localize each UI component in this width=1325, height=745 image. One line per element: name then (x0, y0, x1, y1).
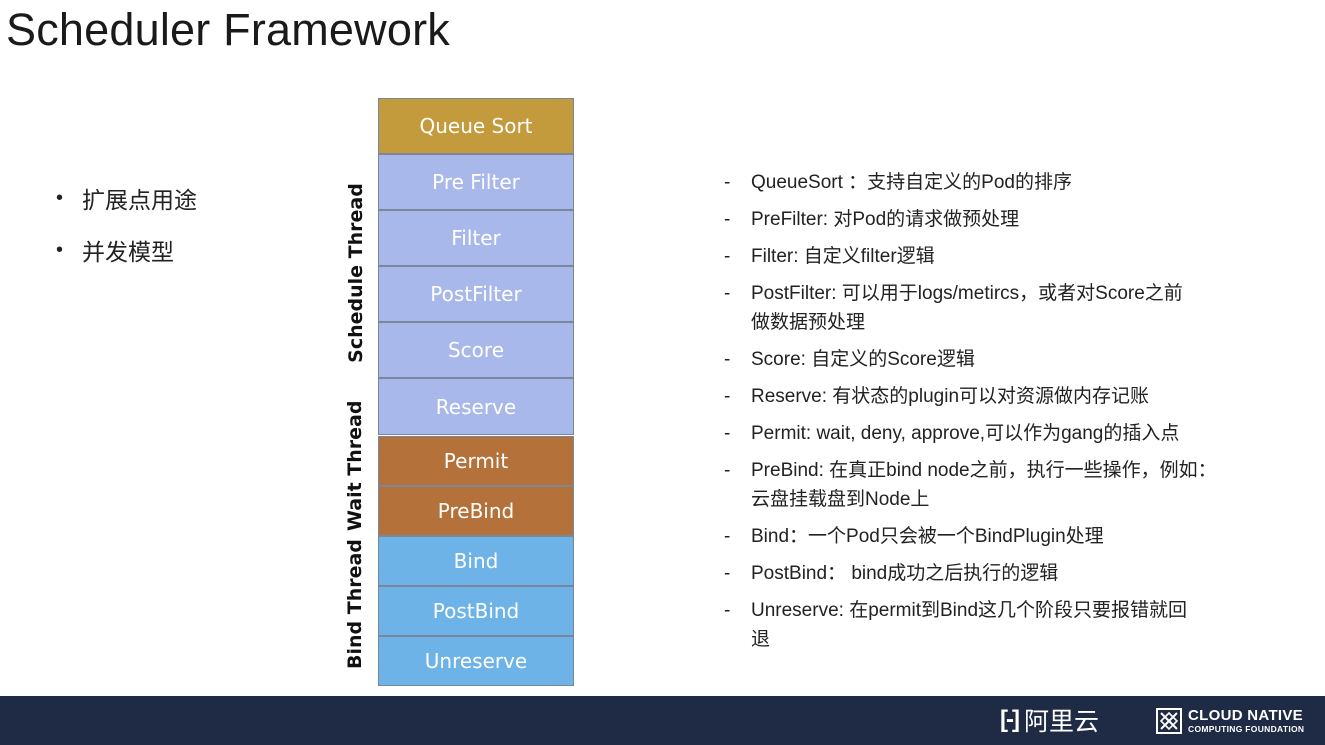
note-item: -Filter: 自定义filter逻辑 (724, 242, 1284, 271)
cncf-line2: COMPUTING FOUNDATION (1188, 724, 1305, 735)
stage-postbind: PostBind (378, 586, 574, 636)
bullet-text: 并发模型 (82, 239, 174, 265)
stage-filter: Filter (378, 210, 574, 266)
note-dash: - (724, 172, 731, 193)
bullet-text: 扩展点用途 (82, 187, 197, 213)
bullet-item: • 并发模型 (56, 224, 197, 276)
cncf-text: CLOUD NATIVE COMPUTING FOUNDATION (1188, 708, 1304, 734)
note-item: -Permit: wait, deny, approve,可以作为gang的插入… (724, 419, 1284, 448)
note-item: -PostBind： bind成功之后执行的逻辑 (724, 559, 1284, 588)
alibaba-cloud-mark-icon: [-] (1000, 706, 1020, 733)
note-dash: - (724, 386, 731, 407)
stage-unreserve: Unreserve (378, 636, 574, 686)
stage-bind: Bind (378, 536, 574, 586)
note-text: PostBind： bind成功之后执行的逻辑 (751, 563, 1059, 584)
note-text: PostFilter: 可以用于logs/metircs，或者对Score之前 … (751, 283, 1183, 333)
note-item: -Unreserve: 在permit到Bind这几个阶段只要报错就回 退 (724, 596, 1284, 654)
note-text: Permit: wait, deny, approve,可以作为gang的插入点 (751, 423, 1180, 444)
group-label-bind-thread: Bind Thread (344, 539, 366, 669)
group-label-wait-thread: Wait Thread (344, 400, 366, 531)
note-item: -QueueSort ：支持自定义的Pod的排序 (724, 168, 1284, 197)
extension-point-descriptions: -QueueSort ：支持自定义的Pod的排序 -PreFilter: 对Po… (724, 168, 1284, 662)
note-text: QueueSort ：支持自定义的Pod的排序 (751, 172, 1072, 193)
note-text: Reserve: 有状态的plugin可以对资源做内存记账 (751, 386, 1150, 407)
note-dash: - (724, 209, 731, 230)
note-dash: - (724, 283, 731, 304)
bullet-dot: • (56, 238, 64, 261)
note-item: -PostFilter: 可以用于logs/metircs，或者对Score之前… (724, 279, 1284, 337)
note-dash: - (724, 526, 731, 547)
cncf-line1: CLOUD NATIVE (1188, 707, 1303, 725)
cncf-logo: CLOUD NATIVE COMPUTING FOUNDATION (1156, 706, 1304, 736)
note-item: -PreFilter: 对Pod的请求做预处理 (724, 205, 1284, 234)
note-text: Bind：一个Pod只会被一个BindPlugin处理 (751, 526, 1104, 547)
stage-queue-sort: Queue Sort (378, 98, 574, 154)
note-text: Unreserve: 在permit到Bind这几个阶段只要报错就回 退 (751, 600, 1188, 650)
bullet-list: • 扩展点用途 • 并发模型 (56, 172, 197, 276)
note-item: -Score: 自定义的Score逻辑 (724, 345, 1284, 374)
stage-permit: Permit (378, 436, 574, 486)
group-label-schedule-thread: Schedule Thread (345, 183, 367, 363)
stage-pre-filter: Pre Filter (378, 154, 574, 210)
note-text: Filter: 自定义filter逻辑 (751, 246, 935, 267)
footer-bar: [-] 阿里云 CLOUD NATIVE COMPUTING FOUNDATIO… (0, 696, 1325, 745)
note-dash: - (724, 246, 731, 267)
alibaba-cloud-text: 阿里云 (1023, 708, 1099, 736)
note-dash: - (724, 563, 731, 584)
note-dash: - (724, 460, 731, 481)
note-item: -Bind：一个Pod只会被一个BindPlugin处理 (724, 522, 1284, 551)
note-item: -Reserve: 有状态的plugin可以对资源做内存记账 (724, 382, 1284, 411)
alibaba-cloud-logo: [-] 阿里云 (1000, 704, 1099, 736)
note-text: PreBind: 在真正bind node之前，执行一些操作，例如： 云盘挂载盘… (751, 460, 1217, 510)
bullet-dot: • (56, 186, 64, 209)
stage-reserve: Reserve (378, 378, 574, 435)
stage-post-filter: PostFilter (378, 266, 574, 322)
note-dash: - (724, 349, 731, 370)
bullet-item: • 扩展点用途 (56, 172, 197, 224)
slide-title: Scheduler Framework (6, 4, 450, 55)
stage-prebind: PreBind (378, 486, 574, 536)
note-dash: - (724, 600, 731, 621)
note-dash: - (724, 423, 731, 444)
note-item: -PreBind: 在真正bind node之前，执行一些操作，例如： 云盘挂载… (724, 456, 1284, 514)
note-text: Score: 自定义的Score逻辑 (751, 349, 975, 370)
stage-score: Score (378, 322, 574, 378)
cncf-logo-icon (1156, 708, 1182, 734)
note-text: PreFilter: 对Pod的请求做预处理 (751, 209, 1020, 230)
